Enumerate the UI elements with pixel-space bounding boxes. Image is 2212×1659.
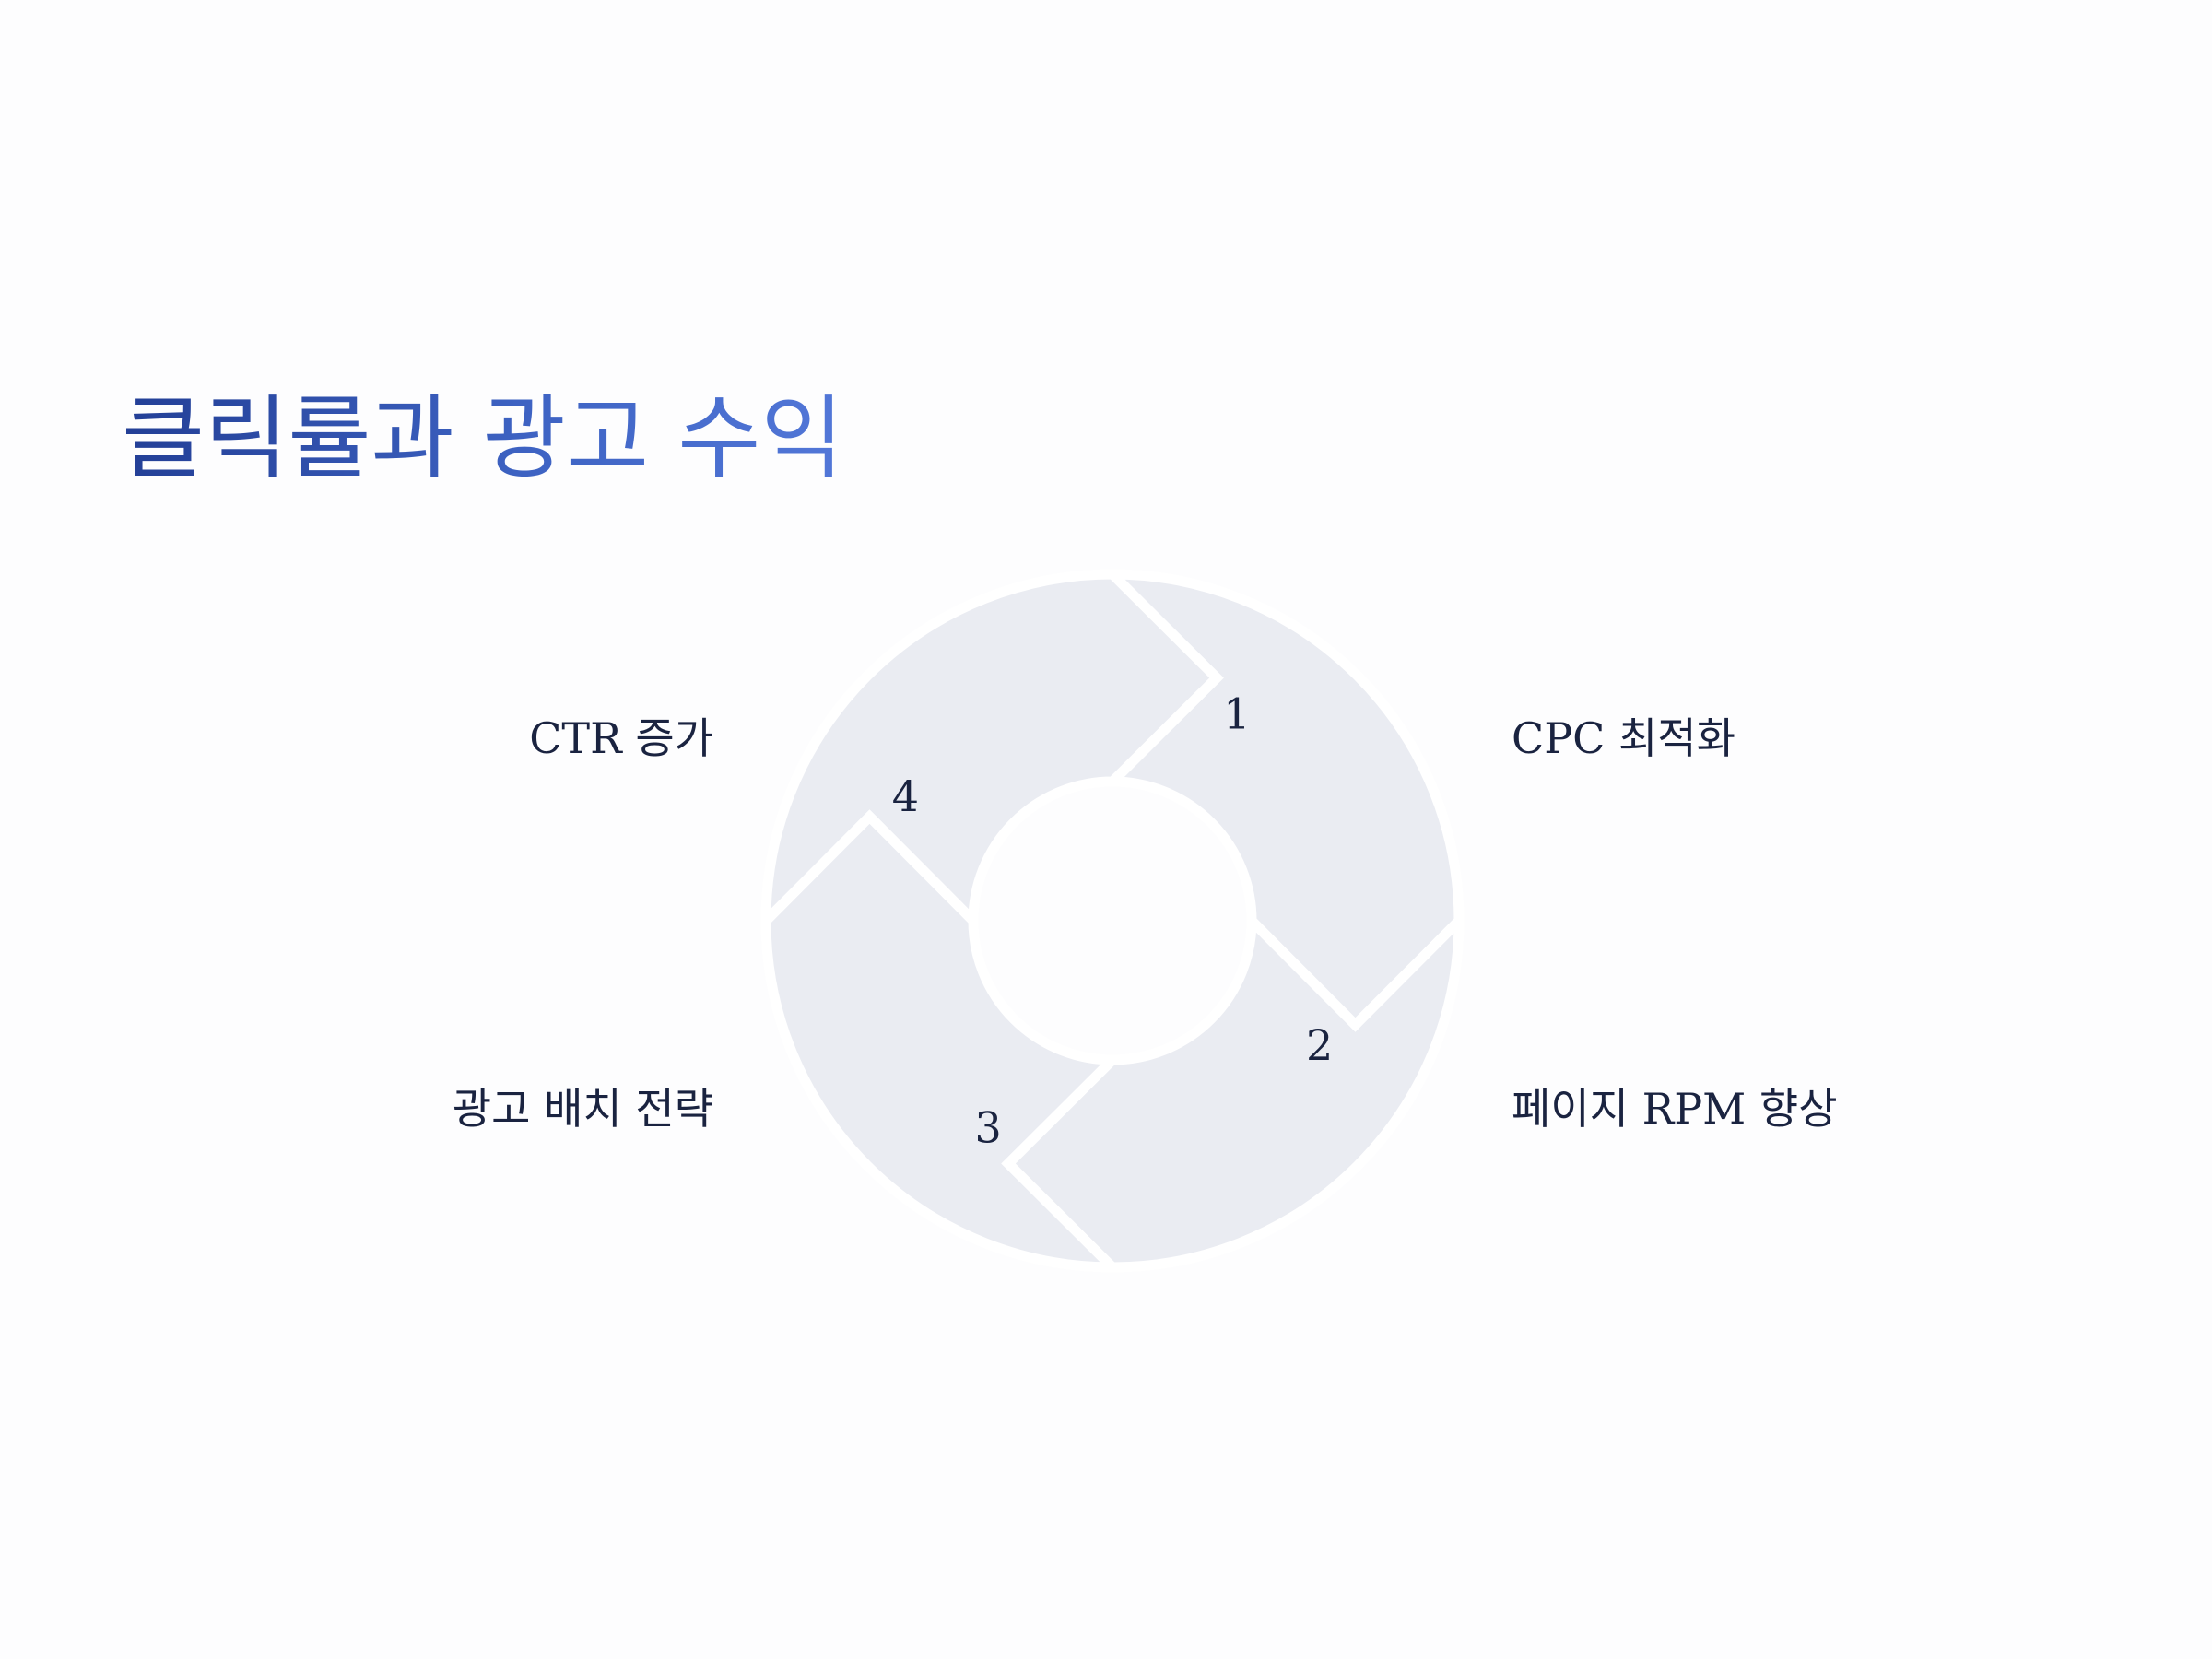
- cycle-step-number-3: 3: [974, 1103, 1001, 1153]
- page-title: 클릭률과 광고 수익: [122, 385, 844, 494]
- cycle-step-number-2: 2: [1306, 1020, 1333, 1070]
- step-label-3: 페이지 RPM 향상: [1512, 1084, 1838, 1134]
- step-label-4: 광고 배치 전략: [452, 1084, 713, 1134]
- cycle-segment-4: [760, 569, 1224, 934]
- step-label-2: CPC 최적화: [1512, 713, 1735, 763]
- cycle-step-number-4: 4: [892, 771, 919, 821]
- cycle-segment-3: [760, 809, 1125, 1273]
- step-label-1: CTR 증가: [529, 713, 713, 763]
- cycle-step-number-1: 1: [1223, 688, 1250, 738]
- cycle-segment-1: [1100, 569, 1465, 1032]
- cycle-segment-2: [1001, 908, 1465, 1273]
